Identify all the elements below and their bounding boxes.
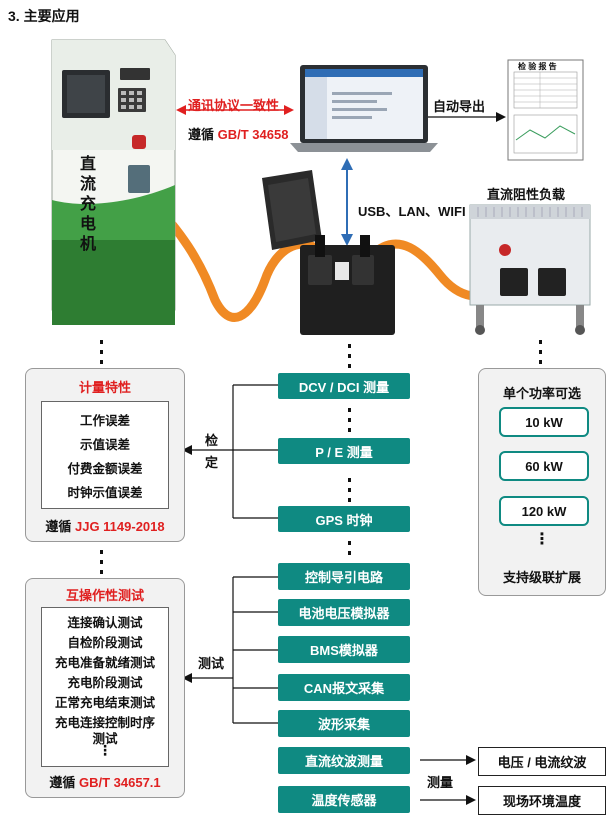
interop-item: 充电准备就绪测试 xyxy=(54,656,155,670)
interop-item: 正常充电结束测试 xyxy=(54,696,155,710)
interop-standard: 遵循 GB/T 34657.1 xyxy=(26,772,184,791)
box-bms-sim: BMS模拟器 xyxy=(278,636,410,663)
charging-cable xyxy=(145,195,323,322)
protocol-standard: 遵循 GB/T 34658 xyxy=(188,124,288,143)
metering-item: 工作误差 xyxy=(79,414,130,428)
metering-prefix: 遵循 xyxy=(45,519,75,534)
box-dc-ripple: 直流纹波测量 xyxy=(278,747,410,774)
interop-item: 自检阶段测试 xyxy=(67,636,143,650)
test-device-illustration xyxy=(262,170,395,335)
interop-list: 连接确认测试 自检阶段测试 充电准备就绪测试 充电阶段测试 正常充电结束测试 充… xyxy=(41,607,169,767)
metering-std: JJG 1149-2018 xyxy=(74,519,165,534)
measure-label: 测量 xyxy=(427,775,454,790)
box-can: CAN报文采集 xyxy=(278,674,410,701)
auto-export-label: 自动导出 xyxy=(433,99,486,114)
output-ripple: 电压 / 电流纹波 xyxy=(478,747,606,776)
interop-std: GB/T 34657.1 xyxy=(78,775,161,790)
test-label: 测试 xyxy=(198,656,225,671)
protocol-std: GB/T 34658 xyxy=(217,127,289,142)
report-document-illustration xyxy=(507,59,584,161)
verify-bracket xyxy=(188,384,278,519)
interop-item: 充电连接控制时序 xyxy=(54,716,155,730)
metering-standard: 遵循 JJG 1149-2018 xyxy=(26,516,184,535)
measure-bracket xyxy=(420,759,470,801)
metering-item: 示值误差 xyxy=(79,438,130,452)
power-title: 单个功率可选 xyxy=(502,386,581,401)
box-temp-sensor: 温度传感器 xyxy=(278,786,410,813)
metering-title: 计量特性 xyxy=(78,380,131,395)
interop-item: 充电阶段测试 xyxy=(67,676,143,690)
verify-label: 检 定 xyxy=(205,433,219,470)
interop-panel: 互操作性测试 连接确认测试 自检阶段测试 充电准备就绪测试 充电阶段测试 正常充… xyxy=(25,578,185,798)
box-gps: GPS 时钟 xyxy=(278,506,410,532)
protocol-prefix: 遵循 xyxy=(188,127,218,142)
metering-item: 付费金额误差 xyxy=(67,462,143,476)
metering-list: 工作误差 示值误差 付费金额误差 时钟示值误差 xyxy=(41,401,169,509)
usb-lan-wifi-label: USB、LAN、WIFI xyxy=(358,204,466,219)
box-waveform: 波形采集 xyxy=(278,710,410,737)
report-title: 检 验 报 告 xyxy=(518,62,557,71)
power-panel: 单个功率可选 10 kW 60 kW 120 kW ⋮ 支持级联扩展 xyxy=(478,368,606,596)
box-control-pilot: 控制导引电路 xyxy=(278,563,410,590)
metering-item: 时钟示值误差 xyxy=(67,486,143,500)
interop-item: 连接确认测试 xyxy=(67,616,143,630)
output-temperature: 现场环境温度 xyxy=(478,786,606,815)
connector-arrows xyxy=(176,105,506,246)
box-dcv-dci: DCV / DCI 测量 xyxy=(278,373,410,399)
laptop-illustration xyxy=(290,65,438,152)
section-title: 3. 主要应用 xyxy=(8,8,80,24)
dc-resistive-load-illustration xyxy=(469,204,591,335)
interop-title: 互操作性测试 xyxy=(65,588,144,603)
test-bracket xyxy=(188,576,278,724)
power-option-10kw: 10 kW xyxy=(499,407,589,437)
dotted-connectors xyxy=(100,340,542,574)
protocol-title: 通讯协议一致性 xyxy=(188,98,280,113)
load-label: 直流阻性负载 xyxy=(487,187,566,202)
box-battery-sim: 电池电压模拟器 xyxy=(278,599,410,626)
metering-panel: 计量特性 工作误差 示值误差 付费金额误差 时钟示值误差 遵循 JJG 1149… xyxy=(25,368,185,542)
interop-prefix: 遵循 xyxy=(49,775,79,790)
power-option-120kw: 120 kW xyxy=(499,496,589,526)
charger-label: 直流充电机 xyxy=(79,156,96,253)
power-footer: 支持级联扩展 xyxy=(502,570,581,585)
power-option-60kw: 60 kW xyxy=(499,451,589,481)
interop-ellipsis: ⋮ xyxy=(98,742,112,758)
power-ellipsis: ⋮ xyxy=(534,531,550,548)
dc-charger-illustration xyxy=(51,39,176,325)
interop-item: 测试 xyxy=(92,732,118,746)
box-pe: P / E 测量 xyxy=(278,438,410,464)
